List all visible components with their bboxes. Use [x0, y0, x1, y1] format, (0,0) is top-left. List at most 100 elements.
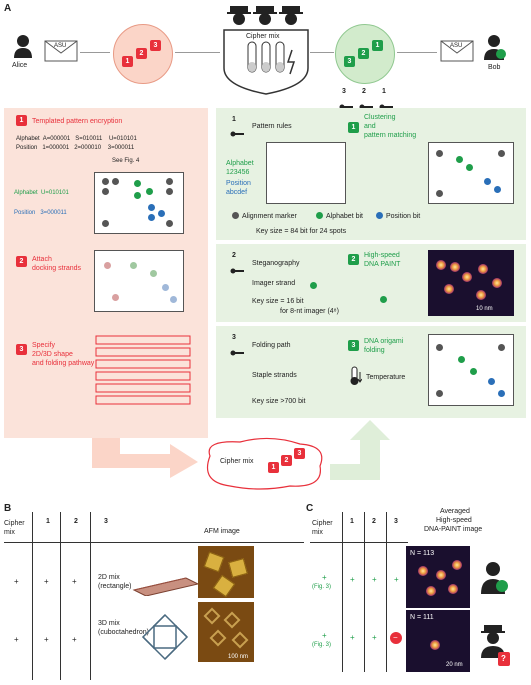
legend-position-dot	[376, 212, 383, 219]
folded-alignment-dot	[436, 344, 443, 351]
c-header-key3: 3	[394, 518, 398, 525]
c-row1-key2: +	[372, 575, 377, 584]
steganography-label: Steganography	[252, 260, 300, 267]
clustering-title-3: pattern matching	[364, 132, 417, 139]
legend-alignment-dot	[232, 212, 239, 219]
imager-strand-dot	[380, 296, 387, 303]
position-rule-letters: abcdef	[226, 189, 248, 196]
docking-strand-dot	[150, 270, 157, 277]
c-column-divider	[342, 512, 343, 672]
clustering-title-2: and	[364, 123, 376, 130]
green-lock-icon-3: 3	[344, 56, 355, 67]
unknown-badge-text: ?	[501, 654, 506, 663]
key-icon-3-row	[230, 343, 244, 356]
paint-spot	[478, 264, 488, 274]
red-lock-icon-2: 2	[136, 48, 147, 59]
c-row1-key3: +	[394, 575, 399, 584]
hs-dna-paint-title-2: DNA PAINT	[364, 261, 401, 268]
afm-image-cuboctahedron	[198, 602, 254, 662]
b-row1-mix-type: 2D mix	[98, 574, 120, 581]
imager-strand-dot	[310, 282, 317, 289]
step2-lock-icon: 2	[16, 256, 27, 267]
alignment-marker-dot	[166, 220, 173, 227]
b-row1-key1: +	[44, 577, 49, 586]
c-row1-cipher: +	[322, 573, 327, 582]
imager-strand-label: Imager strand	[252, 280, 296, 287]
b-row2-key1: +	[44, 635, 49, 644]
cluster-alignment-dot	[436, 190, 443, 197]
alphabet-rule-digits: 123456	[226, 169, 250, 176]
paint-spot	[444, 284, 454, 294]
c-row2-key1: +	[350, 633, 355, 642]
paint-spot	[418, 566, 428, 576]
cluster-alignment-dot	[436, 150, 443, 157]
flow-arrow-to-cipher-mix	[90, 438, 200, 478]
step2-title-1: Attach	[32, 256, 52, 263]
b-row1-key2: +	[72, 577, 77, 586]
c-header-high-speed: High-speed	[436, 517, 472, 524]
scale-10nm-label: 10 nm	[476, 306, 493, 312]
step3-title-1: Specify	[32, 342, 55, 349]
alphabet-bit-dot	[134, 180, 141, 187]
c-header-divider	[310, 542, 408, 543]
b-header-divider	[4, 542, 304, 543]
envelope-icon-right	[440, 40, 474, 62]
alphabet-bit-dot	[146, 188, 153, 195]
c-row2-key2: +	[372, 633, 377, 642]
alignment-marker-dot	[166, 188, 173, 195]
b-row1-cipher: +	[14, 577, 19, 586]
docking-strands-grid	[94, 250, 184, 312]
c-header-mix: mix	[312, 529, 323, 536]
alphabet-u-code: Alphabet U=010101	[14, 190, 69, 196]
b-header-key3: 3	[104, 518, 108, 525]
see-fig-4-note: See Fig. 4	[112, 158, 140, 164]
folded-alignment-dot	[498, 344, 505, 351]
unknown-badge-icon	[498, 652, 510, 666]
position-code-row: Position 1=000001 2=000010 3=000011	[16, 145, 135, 151]
key1-number: 1	[232, 116, 236, 123]
alphabet-rule-label: Alphabet	[226, 160, 254, 167]
key-number-2: 2	[362, 88, 366, 95]
pattern-rules-grid	[266, 142, 346, 204]
legend-alphabet-label: Alphabet bit	[326, 213, 363, 220]
arrow-alice-to-cipher	[80, 52, 110, 53]
step3-title-2: 2D/3D shape	[32, 351, 73, 358]
b-header-key1: 1	[46, 518, 50, 525]
b-header-afm: AFM image	[204, 528, 240, 535]
key-icon-1-row	[230, 124, 244, 137]
folding-path-label: Folding path	[252, 342, 291, 349]
cluster-alignment-dot	[498, 150, 505, 157]
c-column-divider	[364, 512, 365, 672]
c-row2-cipher: +	[322, 631, 327, 640]
alice-label: Alice	[12, 62, 28, 69]
asu-left-label: ASU	[54, 43, 67, 49]
c-row1-key1: +	[350, 575, 355, 584]
step1-title: Templated pattern encryption	[32, 118, 123, 125]
red-lock-icon-1: 1	[122, 56, 133, 67]
key2-number: 2	[232, 252, 236, 259]
b-row2-mix-shape: (cuboctahedron)	[98, 629, 149, 636]
folded-alphabet-dot	[458, 356, 465, 363]
c-row2-key3: −	[393, 633, 398, 642]
alignment-marker-dot	[102, 188, 109, 195]
b-column-divider	[32, 512, 33, 680]
position-rule-label: Position	[226, 180, 251, 187]
key-icon-1	[379, 97, 393, 110]
alignment-marker-dot	[102, 220, 109, 227]
b-row2-mix-type: 3D mix	[98, 620, 120, 627]
docking-strand-dot	[112, 294, 119, 301]
b-header-cipher: Cipher	[4, 520, 25, 527]
cipher-mix-top-label: Cipher mix	[246, 33, 280, 40]
flow-arrow-to-decryption	[330, 420, 390, 480]
bob-label: Bob	[488, 64, 501, 71]
panel-a-label: A	[4, 3, 12, 14]
envelope-icon-left	[44, 40, 78, 62]
docking-strand-dot	[130, 262, 137, 269]
panel-b-label: B	[4, 503, 12, 514]
c-header-cipher: Cipher	[312, 520, 333, 527]
c-row2-n-count: N = 111	[410, 614, 434, 621]
docking-strand-dot	[104, 262, 111, 269]
step2-title-2: docking strands	[32, 265, 82, 272]
folded-alphabet-dot	[470, 368, 477, 375]
c-row2-fig-ref: (Fig. 3)	[312, 642, 332, 648]
